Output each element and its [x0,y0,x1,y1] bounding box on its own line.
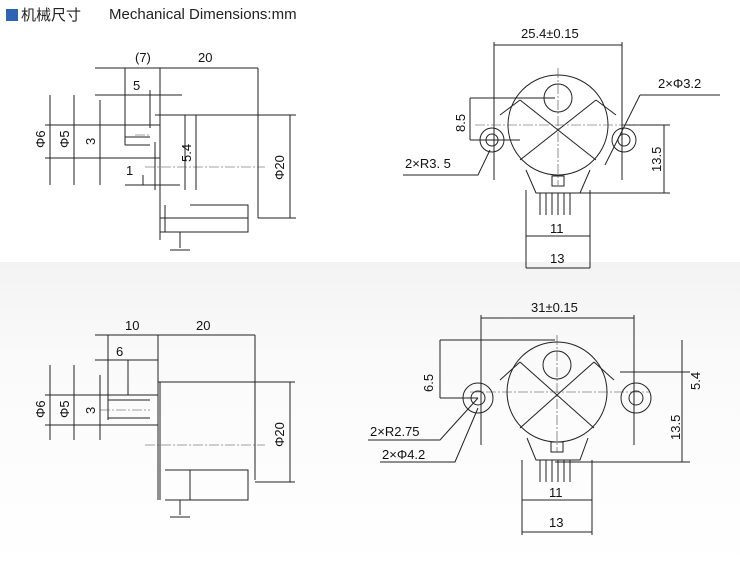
dim-5-4: 5.4 [688,372,703,390]
dim-3: 3 [83,407,98,414]
dim-20: 20 [196,318,210,333]
dim-6-5: 6.5 [421,374,436,392]
dim-phi6: Φ6 [33,400,48,418]
bottom-side-view: 10 20 6 Φ6 Φ5 3 Φ20 [33,318,295,518]
top-front-view: 25.4±0.15 2×Φ3.2 8.5 2×R3. 5 13.5 11 13 [403,26,720,269]
dim-hole: 2×Φ3.2 [658,76,701,91]
dim-13: 13 [550,251,564,266]
dim-hole: 2×Φ4.2 [382,447,425,462]
dim-width: 25.4±0.15 [521,26,579,41]
dim-6: 6 [116,344,123,359]
dim-5-4: 5.4 [179,144,194,162]
dim-5: 5 [133,78,140,93]
dim-1: 1 [126,163,133,178]
dim-13: 13 [549,515,563,530]
dim-11: 11 [550,221,564,236]
top-side-view: (7) 20 5 Φ6 Φ5 3 5.4 1 Φ20 [33,50,296,251]
lower-section-background [0,262,740,571]
section-header: 机械尺寸 Mechanical Dimensions:mm [6,4,297,25]
title-cn: 机械尺寸 [21,7,82,24]
dim-phi5: Φ5 [57,400,72,418]
dim-phi20: Φ20 [272,155,287,180]
dim-phi5: Φ5 [57,130,72,148]
dim-radius: 2×R2.75 [370,424,420,439]
dim-13-5: 13.5 [668,415,683,440]
title-en: Mechanical Dimensions:mm [109,6,297,23]
dim-20: 20 [198,50,212,65]
dim-13-5: 13.5 [649,147,664,172]
dim-11: 11 [549,485,563,500]
dim-width: 31±0.15 [531,300,578,315]
dim-7: (7) [135,50,151,65]
dim-3: 3 [83,138,98,145]
dim-phi6: Φ6 [33,130,48,148]
dim-8-5: 8.5 [453,114,468,132]
dim-10: 10 [125,318,139,333]
bottom-front-view: 31±0.15 6.5 5.4 13.5 2×R2.75 2×Φ4.2 11 1… [368,300,703,535]
blue-square-icon [6,8,18,21]
dim-phi20: Φ20 [272,422,287,447]
dim-radius: 2×R3. 5 [405,156,451,171]
